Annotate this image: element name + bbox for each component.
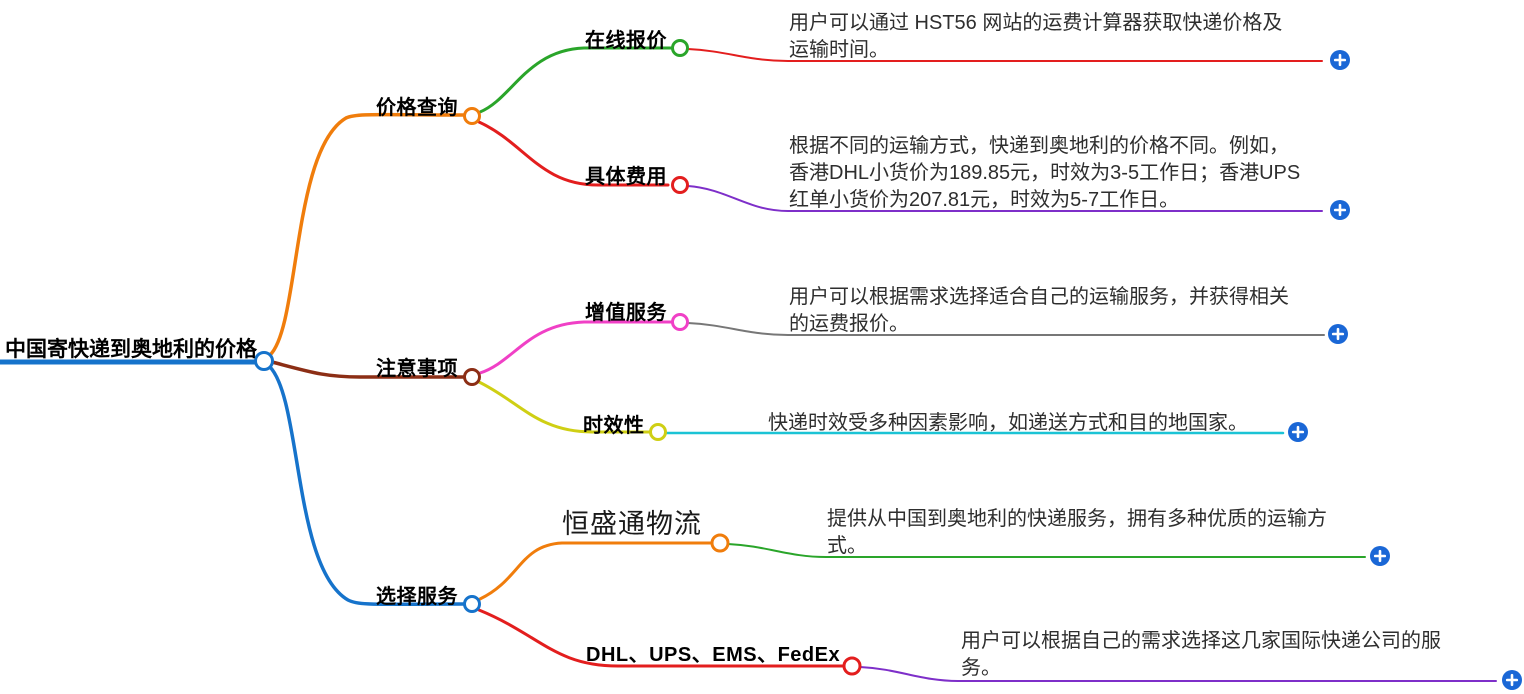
node-circle-online-quote[interactable] xyxy=(671,39,689,57)
expand-button-hst-logistics[interactable] xyxy=(1370,546,1390,566)
root-node-label[interactable]: 中国寄快递到奥地利的价格 xyxy=(5,338,257,361)
child-line-couriers xyxy=(477,608,846,668)
node-circle-choose-service[interactable] xyxy=(463,595,481,613)
branch-line-choose-service xyxy=(267,364,466,607)
plus-icon xyxy=(1333,53,1347,67)
child-label-couriers[interactable]: DHL、UPS、EMS、FedEx xyxy=(586,644,841,666)
node-circle-couriers[interactable] xyxy=(842,656,862,676)
node-circle-hst-logistics[interactable] xyxy=(710,533,730,553)
node-circle-timeliness[interactable] xyxy=(649,423,667,441)
leaf-desc-value-added: 用户可以根据需求选择适合自己的运输服务，并获得相关的运费报价。 xyxy=(789,286,1289,335)
leaf-desc-online-quote: 用户可以通过 HST56 网站的运费计算器获取快递价格及运输时间。 xyxy=(789,12,1283,61)
plus-icon xyxy=(1291,425,1305,439)
child-label-value-added[interactable]: 增值服务 xyxy=(585,302,667,324)
leaf-line-online-quote xyxy=(687,48,1323,62)
leaf-desc-couriers: 用户可以根据自己的需求选择这几家国际快递公司的服务。 xyxy=(961,630,1441,679)
branch-label-price-query[interactable]: 价格查询 xyxy=(376,97,458,119)
child-label-hst-logistics[interactable]: 恒盛通物流 xyxy=(562,509,702,539)
child-label-online-quote[interactable]: 在线报价 xyxy=(585,30,667,52)
child-label-timeliness[interactable]: 时效性 xyxy=(583,415,645,437)
plus-icon xyxy=(1373,549,1387,563)
plus-icon xyxy=(1505,673,1519,687)
child-line-online-quote xyxy=(478,46,674,114)
leaf-desc-specific-cost: 根据不同的运输方式，快递到奥地利的价格不同。例如，香港DHL小货价为189.85… xyxy=(789,135,1301,211)
expand-button-online-quote[interactable] xyxy=(1330,50,1350,70)
plus-icon xyxy=(1331,327,1345,341)
leaf-line-value-added xyxy=(687,322,1325,336)
node-circle-specific-cost[interactable] xyxy=(671,176,689,194)
leaf-line-hst-logistics xyxy=(727,543,1366,558)
node-circle-value-added[interactable] xyxy=(671,313,689,331)
child-line-specific-cost xyxy=(477,120,670,187)
branch-line-notes xyxy=(270,360,466,379)
branch-line-price-query xyxy=(268,112,466,357)
leaf-desc-timeliness: 快递时效受多种因素影响，如递送方式和目的地国家。 xyxy=(768,412,1248,434)
node-circle-notes[interactable] xyxy=(463,368,481,386)
child-line-value-added xyxy=(478,320,674,375)
child-line-hst-logistics xyxy=(478,541,714,601)
node-circle-price-query[interactable] xyxy=(463,107,481,125)
expand-button-specific-cost[interactable] xyxy=(1330,200,1350,220)
expand-button-timeliness[interactable] xyxy=(1288,422,1308,442)
plus-icon xyxy=(1333,203,1347,217)
branch-label-notes[interactable]: 注意事项 xyxy=(376,358,458,380)
child-line-timeliness xyxy=(477,380,652,434)
expand-button-couriers[interactable] xyxy=(1502,670,1522,690)
leaf-line-couriers xyxy=(859,666,1497,682)
branch-label-choose-service[interactable]: 选择服务 xyxy=(376,586,458,608)
leaf-line-specific-cost xyxy=(687,185,1323,212)
expand-button-value-added[interactable] xyxy=(1328,324,1348,344)
root-node-circle[interactable] xyxy=(254,351,274,371)
child-label-specific-cost[interactable]: 具体费用 xyxy=(585,166,667,188)
leaf-desc-hst-logistics: 提供从中国到奥地利的快递服务，拥有多种优质的运输方式。 xyxy=(827,508,1327,557)
